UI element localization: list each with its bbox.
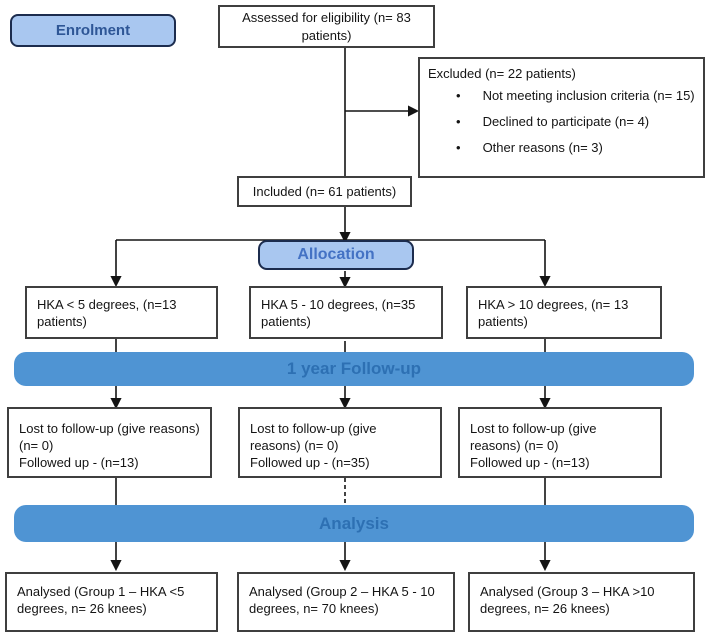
- excluded-reason-text: Declined to participate (n= 4): [482, 114, 650, 130]
- lost-to-followup-text: Lost to follow-up (give reasons) (n= 0): [250, 421, 377, 454]
- analysed-box-3: Analysed (Group 3 – HKA >10 degrees, n= …: [468, 572, 695, 632]
- allocation-group-box-3: HKA > 10 degrees, (n= 13 patients): [466, 286, 662, 339]
- included-box: Included (n= 61 patients): [237, 176, 412, 207]
- excluded-reason-text: Not meeting inclusion criteria (n= 15): [482, 88, 695, 104]
- excluded-reason-item: Declined to participate (n= 4): [456, 113, 697, 130]
- analysed-box-1: Analysed (Group 1 – HKA <5 degrees, n= 2…: [5, 572, 218, 632]
- followed-up-text: Followed up - (n=35): [250, 455, 370, 471]
- excluded-reason-text: Other reasons (n= 3): [482, 140, 603, 156]
- stage-banner-analysis: Analysis: [14, 505, 694, 542]
- assessed-eligibility-box: Assessed for eligibility (n= 83 patients…: [218, 5, 435, 48]
- allocation-group-box-1: HKA < 5 degrees, (n=13 patients): [25, 286, 218, 339]
- lost-to-followup-text: Lost to follow-up (give reasons) (n= 0): [470, 421, 597, 454]
- stage-label-enrolment: Enrolment: [10, 14, 176, 47]
- followup-box-1: Lost to follow-up (give reasons) (n= 0) …: [7, 407, 212, 478]
- allocation-group-box-2: HKA 5 - 10 degrees, (n=35 patients): [249, 286, 443, 339]
- followup-box-3: Lost to follow-up (give reasons) (n= 0) …: [458, 407, 662, 478]
- excluded-title: Excluded (n= 22 patients): [428, 66, 576, 81]
- excluded-box: Excluded (n= 22 patients) Not meeting in…: [418, 57, 705, 178]
- stage-label-allocation: Allocation: [258, 240, 414, 270]
- lost-to-followup-text: Lost to follow-up (give reasons) (n= 0): [19, 421, 200, 454]
- analysed-box-2: Analysed (Group 2 – HKA 5 - 10 degrees, …: [237, 572, 455, 632]
- stage-banner-followup: 1 year Follow-up: [14, 352, 694, 386]
- excluded-reason-item: Other reasons (n= 3): [456, 139, 697, 156]
- excluded-reason-item: Not meeting inclusion criteria (n= 15): [456, 87, 697, 104]
- followed-up-text: Followed up - (n=13): [470, 455, 590, 471]
- followup-box-2: Lost to follow-up (give reasons) (n= 0) …: [238, 407, 442, 478]
- followed-up-text: Followed up - (n=13): [19, 455, 139, 471]
- excluded-reason-list: Not meeting inclusion criteria (n= 15) D…: [428, 87, 697, 156]
